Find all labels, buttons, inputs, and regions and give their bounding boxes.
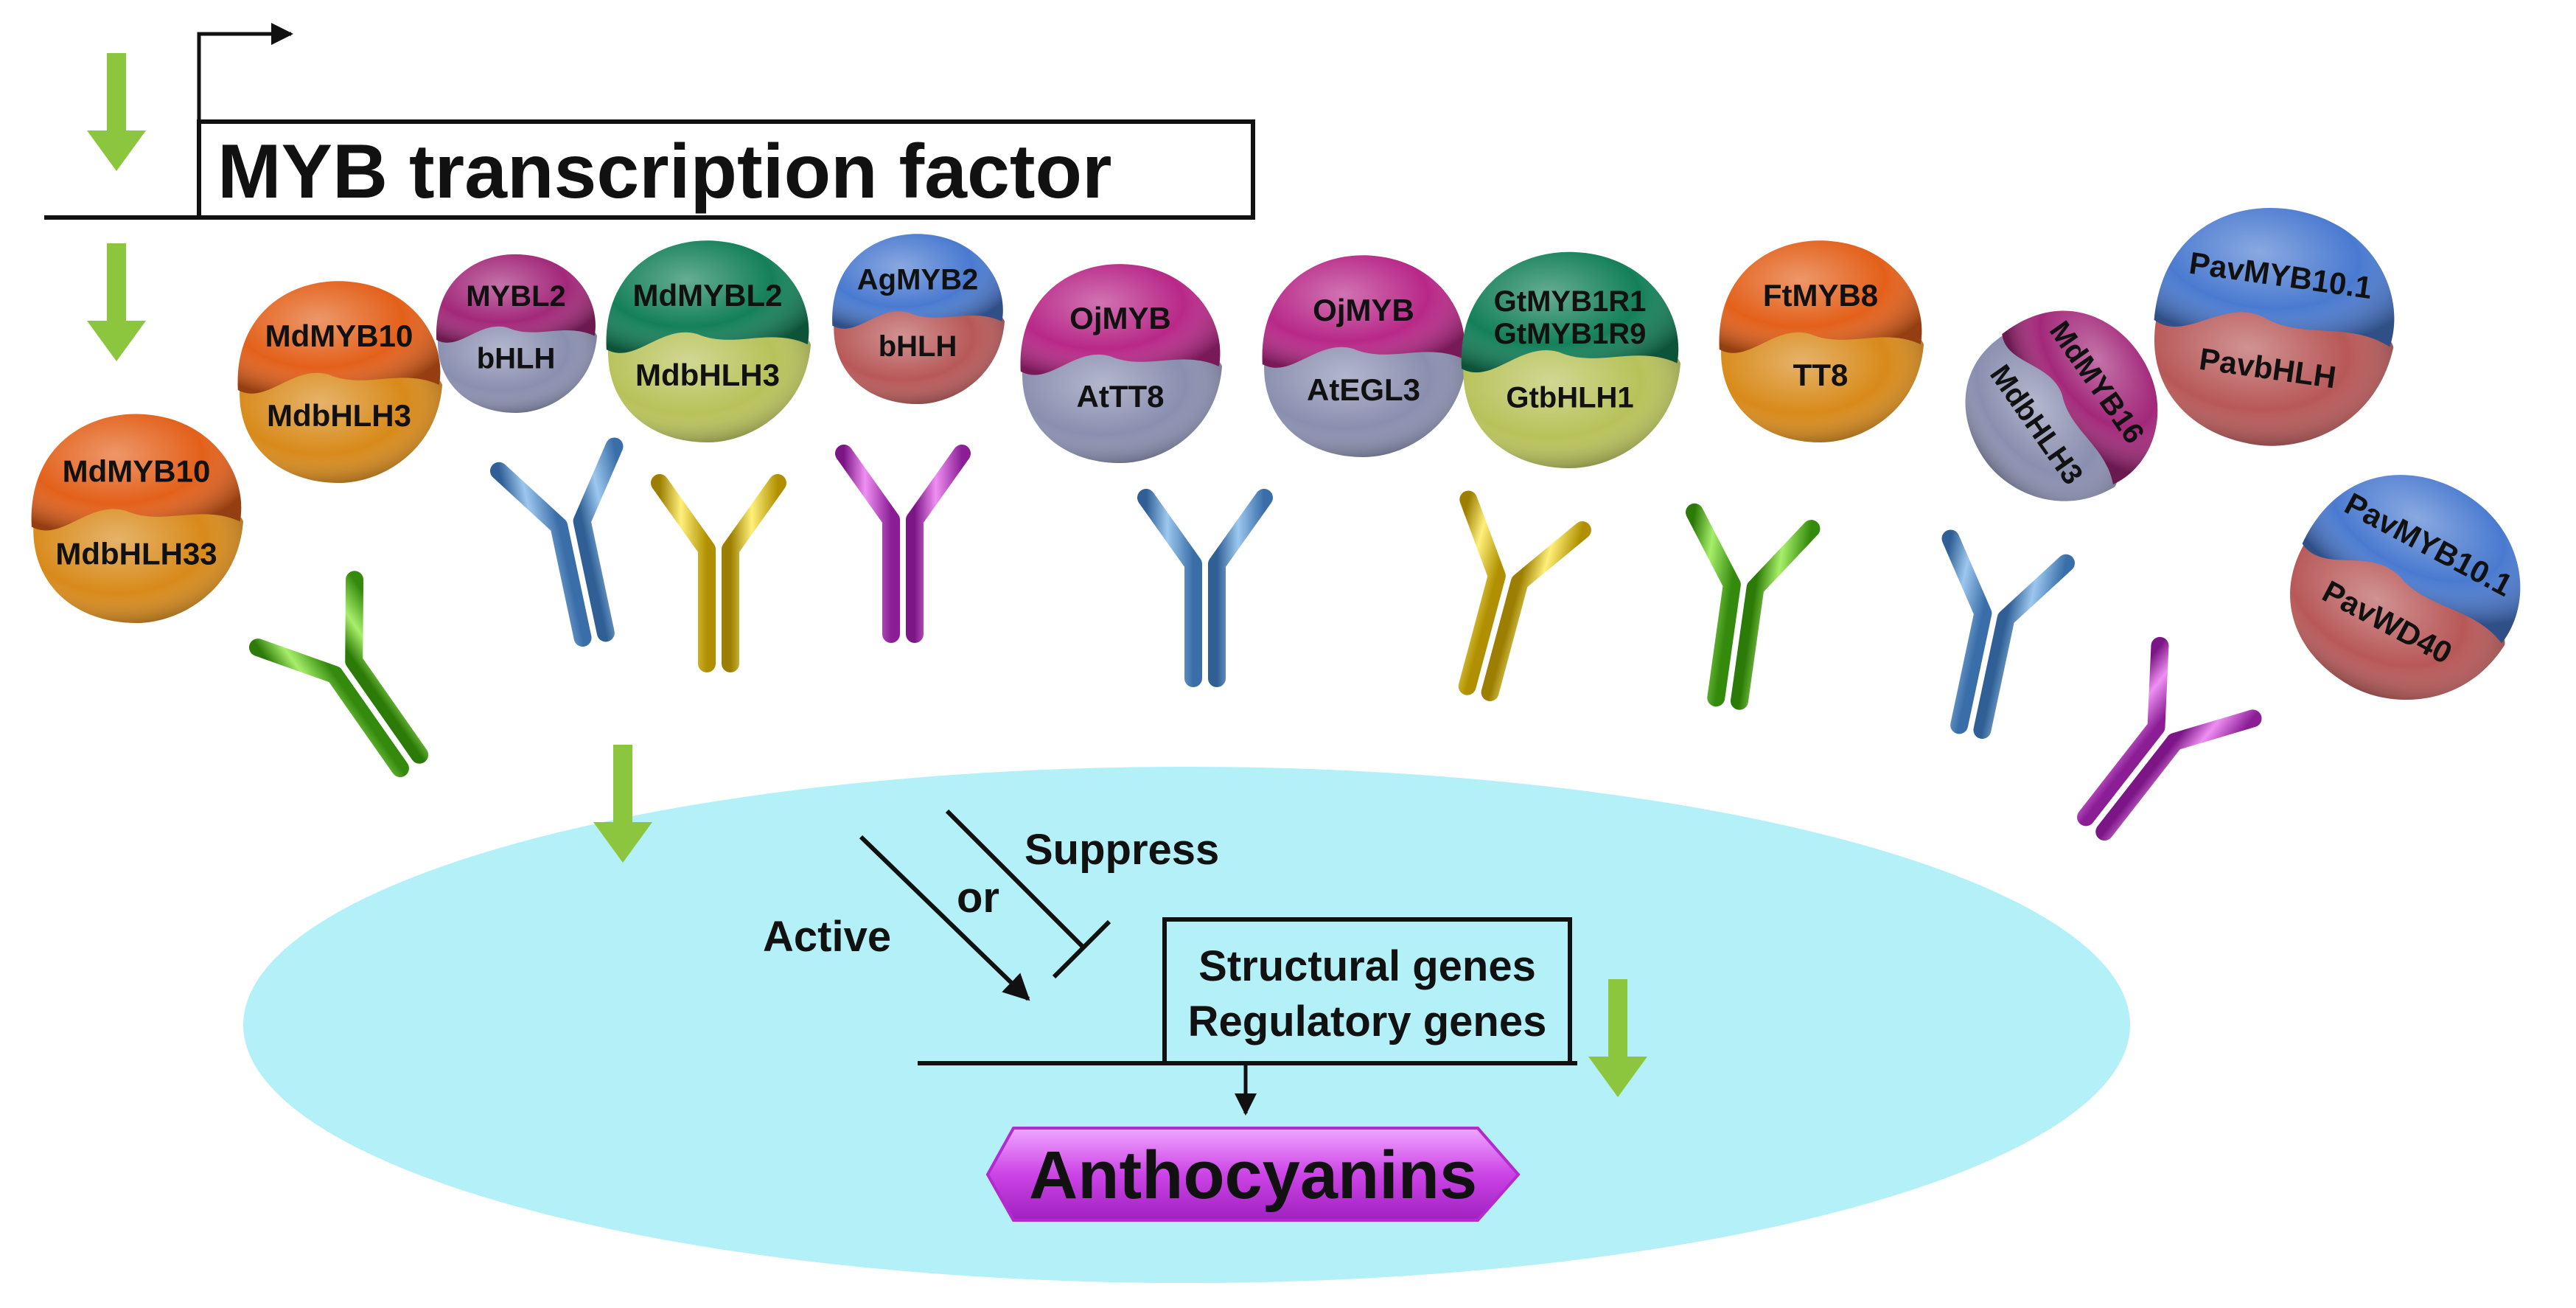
complex-top-label: FtMYB8 — [1763, 278, 1878, 313]
anthocyanins-label: Anthocyanins — [1029, 1138, 1477, 1213]
page-title: MYB transcription factor — [217, 129, 1111, 215]
complex-bottom-shade — [1463, 335, 1680, 468]
complex-bottom-label: AtTT8 — [1077, 379, 1165, 414]
anthocyanins-shape — [985, 1127, 1521, 1222]
complex-bottom-shade — [608, 319, 811, 442]
complex-top-label: MYBL2 — [466, 280, 566, 313]
active-arrow — [859, 835, 1030, 1001]
complex-bottom-label: TT8 — [1793, 358, 1849, 392]
complex-bottom-label: MdbHLH3 — [635, 358, 780, 392]
complex: MYBL2 bHLH — [436, 254, 597, 413]
complex-top-shade — [436, 254, 596, 343]
complex-bottom-shade — [2154, 300, 2394, 446]
complex-top-label: OjMYB — [1313, 293, 1414, 327]
complex-top-shade — [237, 281, 441, 394]
nucleus — [243, 767, 2130, 1283]
gene-line-2: Regulatory genes — [1188, 998, 1547, 1046]
complex-bottom-shade — [33, 495, 243, 623]
receptor-magenta-2 — [2049, 646, 2253, 861]
complex-bottom-shade — [1264, 333, 1467, 457]
suppress-bar — [1052, 919, 1111, 979]
active-label: Active — [763, 913, 891, 961]
green-arrow-top — [87, 53, 146, 171]
complex-top-label: GtMYB1R9 — [1494, 318, 1647, 350]
receptor-blue-2 — [1146, 498, 1264, 678]
suppress-line — [945, 809, 1086, 950]
complex-top-shade — [1020, 264, 1221, 375]
complex-bottom-shade — [1721, 319, 1924, 442]
complex-bottom-label: GtbHLH1 — [1506, 382, 1633, 414]
complex-top-label: MdMYBL2 — [633, 278, 783, 313]
gene-line-1: Structural genes — [1198, 942, 1536, 990]
complex-bottom-shade — [834, 299, 1005, 404]
complex-top-shade — [31, 414, 242, 531]
green-arrow-left — [87, 243, 146, 361]
receptor-green-1 — [258, 580, 458, 795]
complex-top-label: MdMYB10 — [63, 454, 211, 489]
complex-bottom-label: MdbHLH3 — [267, 398, 411, 433]
complexes: MdMYB10MdbHLH33MdMYB10MdbHLH3MYBL2bHLHMd… — [31, 208, 2521, 700]
complex-bottom-label: bHLH — [477, 343, 556, 375]
complex-bottom-label: bHLH — [879, 330, 957, 363]
complex-top-label: GtMYB1R1 — [1494, 285, 1647, 318]
complex-top-shade — [2302, 475, 2521, 644]
title-box — [197, 119, 1255, 220]
complex-bottom-shade — [2290, 530, 2505, 700]
suppress-label: Suppress — [1025, 826, 1219, 874]
complex-top-label: OjMYB — [1069, 301, 1171, 335]
gene-box — [1162, 917, 1572, 1065]
transcription-start-arrow — [197, 23, 293, 122]
complex-top-shade — [1719, 240, 1922, 353]
complex-bottom-label: MdbHLH33 — [55, 536, 217, 571]
complex-top-shade — [1461, 251, 1679, 373]
complex-bottom-label: AtEGL3 — [1307, 372, 1420, 407]
complex-top-shade — [2002, 310, 2158, 485]
receptor-magenta-1 — [844, 453, 962, 634]
complex-top-shade — [832, 234, 1003, 329]
complex-top-shade — [606, 240, 809, 353]
receptor-yellow-2 — [1422, 500, 1582, 705]
receptor-yellow-1 — [660, 483, 778, 664]
receptor-green-2 — [1669, 512, 1812, 708]
or-label: or — [957, 874, 999, 922]
complex: OjMYB AtTT8 — [1020, 264, 1222, 463]
complex-top-label: MdMYB10 — [265, 319, 413, 353]
receptor-blue-1 — [499, 446, 652, 647]
complex-bottom-shade — [1022, 341, 1222, 463]
complex-top-shade — [2154, 208, 2395, 347]
complex-bottom-shade — [1965, 328, 2118, 501]
complex-top-label: AgMYB2 — [857, 263, 978, 296]
complex-top-shade — [1262, 255, 1465, 368]
complex: OjMYB AtEGL3 — [1262, 255, 1467, 457]
complex-bottom-shade — [437, 316, 597, 413]
complex: AgMYB2 bHLH — [832, 234, 1005, 404]
complex-bottom-shade — [240, 359, 442, 483]
receptor-blue-3 — [1913, 538, 2066, 740]
